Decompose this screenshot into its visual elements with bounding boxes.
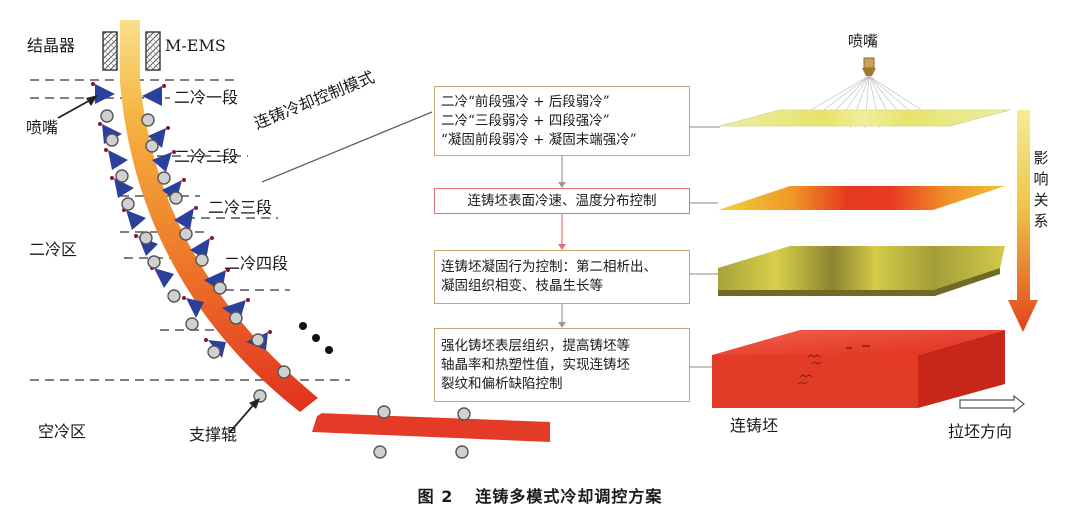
mold-coil-right [145,31,161,71]
nozzle-tips [91,82,272,342]
box-cooling-modes-line-1: 二冷“前段强冷 + 后段弱冷” [441,93,610,110]
box-defect-control: 强化铸坯表层组织，提高铸坯等 轴晶率和热塑性值，实现连铸坯 裂纹和偏析缺陷控制 [434,328,690,402]
label-air-zone: 空冷区 [38,422,87,441]
label-secondary-zone: 二冷区 [29,240,78,259]
box-solidification-line-1: 连铸坯凝固行为控制：第二相析出、 [441,259,657,275]
mold-coil-left [102,31,118,71]
label-nozzle-left: 喷嘴 [26,118,59,137]
box-surface-control: 连铸坯表面冷速、温度分布控制 [434,188,690,214]
label-slab: 连铸坯 [730,416,779,435]
plate-temperature [718,186,1005,210]
label-zone-2: 二冷二段 [174,147,239,166]
label-zone-4: 二冷四段 [224,254,289,273]
box-solidification-control: 连铸坯凝固行为控制：第二相析出、 凝固组织相变、枝晶生长等 [434,250,690,304]
box-cooling-modes-line-3: “凝固前段弱冷 + 凝固末端强冷” [441,131,637,148]
influence-arrow [1008,110,1038,332]
box-surface-control-line-1: 连铸坯表面冷速、温度分布控制 [467,192,657,209]
box-defect-line-1: 强化铸坯表层组织，提高铸坯等 [441,337,630,354]
right-nozzle-body [863,57,875,69]
plate-solidification [718,246,1005,290]
horizontal-slab [312,413,550,442]
box-cooling-modes: 二冷“前段强冷 + 后段弱冷” 二冷“三段弱冷 + 四段强冷” “凝固前段弱冷 … [434,86,690,156]
label-zone-3: 二冷三段 [208,198,273,217]
figure-caption: 图 2 连铸多模式冷却调控方案 [0,483,1080,507]
label-nozzle-right: 喷嘴 [848,32,879,50]
label-mems: M-EMS [165,36,226,55]
caption-title: 连铸多模式冷却调控方案 [475,487,663,506]
label-zone-1: 二冷一段 [174,88,239,107]
pointer-arrows [57,95,260,433]
mode-pointer-line [261,111,433,183]
label-cast-direction: 拉坯方向 [948,422,1013,441]
slab-3d [712,330,1025,414]
label-mold: 结晶器 [27,36,76,55]
continuation-dots [299,322,333,354]
box-defect-line-2: 轴晶率和热塑性值，实现连铸坯 [441,356,630,373]
label-influence: 影响关系 [1033,149,1049,230]
box-cooling-modes-line-2: 二冷“三段弱冷 + 四段强冷” [441,112,610,129]
label-support-roll: 支撑辊 [189,425,238,444]
plate-connectors [690,126,720,368]
support-rolls [100,109,471,459]
box-solidification-line-2: 凝固组织相变、枝晶生长等 [441,278,603,294]
caption-number: 图 2 [417,487,454,506]
plate-surface-cooling [719,109,1011,127]
strand [120,20,318,412]
box-defect-line-3: 裂纹和偏析缺陷控制 [441,375,563,392]
flow-connectors [558,156,566,328]
